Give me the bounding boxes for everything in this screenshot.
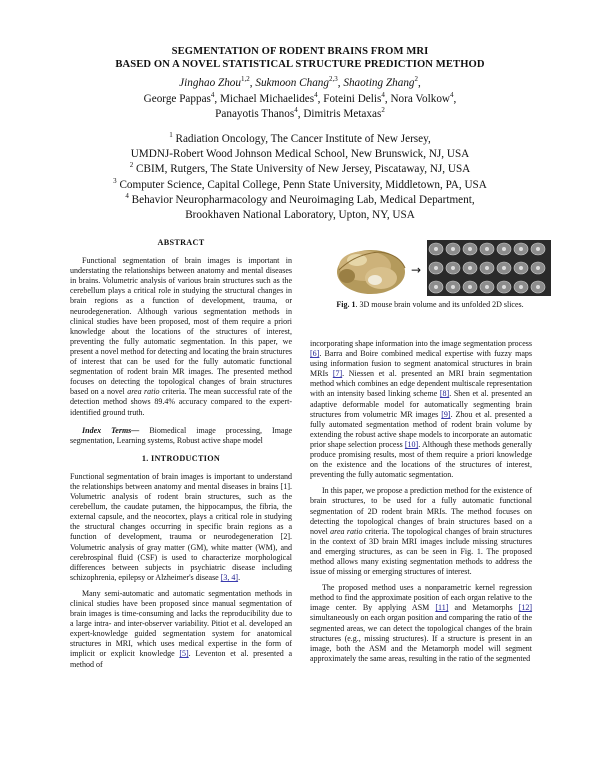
body-text: . Barra and Boire combined medical exper… [310,349,532,379]
author-affil-sup: 4 [450,90,454,99]
index-terms-label: Index Terms— [82,425,140,435]
intro-paragraph-2: Many semi-automatic and automatic segmen… [70,589,292,670]
index-terms: Index Terms— Biomedical image processing… [70,426,292,446]
affiliation-sup: 4 [125,191,129,200]
author-line-2: George Pappas4, Michael Michaelides4, Fo… [143,90,457,105]
italic-term: area ratio [330,526,363,536]
abstract-heading: ABSTRACT [157,238,205,247]
body-text: criteria. The topological changes of bra… [310,526,532,577]
body-text: . Although these methods generally produ… [310,439,532,480]
body-text: and Metamorphs [454,603,513,613]
author-name: Shaoting Zhang [343,77,415,89]
figure-label: Fig. 1 [336,300,356,309]
author-name: Foteini Delis [323,92,382,105]
figure-1: → [335,236,555,300]
title-line-1: SEGMENTATION OF RODENT BRAINS FROM MRI [171,46,429,57]
body-text: simultaneously on each organ position an… [310,613,532,663]
body-text: In this paper, we propose a prediction m… [310,486,532,536]
affiliation-2: 2 CBIM, Rutgers, The State University of… [0,162,600,177]
figure-1-graphic: → [337,240,551,296]
citation-link[interactable]: [7] [332,369,343,379]
intro-paragraph-1: Functional segmentation of brain images … [70,472,292,583]
body-text: incorporating shape information into the… [310,339,532,348]
affiliation-4: 4 Behavior Neuropharmacology and Neuroim… [0,191,600,208]
affiliation-3: 3 Computer Science, Capital College, Pen… [0,176,600,193]
affiliation-text: Behavior Neuropharmacology and Neuroimag… [131,193,475,206]
citation-link[interactable]: [9] [441,409,451,419]
body-text: . Niessen et al. presented an MRI brain … [310,369,532,399]
spacer [70,418,292,426]
author-affil-sup: 1,2 [241,75,250,83]
intro-text: Functional segmentation of brain images … [70,471,292,582]
intro-text: . Leventon et al. presented a method of [70,649,292,669]
brain-volume-render [337,250,406,294]
abstract-italic-term: area ratio [127,387,160,397]
citation-link[interactable]: [8] [439,389,450,399]
left-column: ABSTRACT Functional segmentation of brai… [70,238,292,670]
author-line-3: Panayotis Thanos4, Dimitris Metaxas2 [215,106,385,121]
paper-title: SEGMENTATION OF RODENT BRAINS FROM MRI B… [0,46,600,71]
right-paragraph-1: incorporating shape information into the… [310,339,532,480]
affiliation-1: 1 Radiation Oncology, The Cancer Institu… [0,132,600,147]
right-column: incorporating shape information into the… [310,339,532,664]
author-affil-sup: 2 [381,106,385,114]
author-affil-sup: 4 [381,90,385,99]
introduction-heading: 1. INTRODUCTION [141,453,221,463]
affiliation-text: Radiation Oncology, The Cancer Institute… [175,133,431,145]
author-name: Jinghao Zhou [179,77,241,89]
affiliation-4-cont: Brookhaven National Laboratory, Upton, N… [185,209,415,222]
affiliation-text: CBIM, Rutgers, The State University of N… [136,163,471,176]
spacer [70,446,292,454]
author-affil-sup: 4 [294,106,298,114]
intro-text: . [238,572,241,582]
author-name: Michael Michaelides [219,92,315,105]
right-paragraph-2: In this paper, we propose a prediction m… [310,486,532,577]
author-name: Nora Volkow [390,92,451,105]
citation-link[interactable]: [6] [310,349,320,359]
index-terms-text: Biomedical image processing, Image segme… [70,425,293,445]
unfolded-slices-grid [427,240,551,296]
figure-caption-text: . 3D mouse brain volume and its unfolded… [355,300,524,309]
arrow-icon: → [411,263,421,277]
abstract-text-part: Functional segmentation of brain images … [70,256,292,397]
title-line-2: BASED ON A NOVEL STATISTICAL STRUCTURE P… [115,58,485,70]
abstract-text: Functional segmentation of brain images … [70,256,292,418]
abstract-text-part: criteria. The mean successful rate of th… [70,387,293,417]
affiliation-sup: 2 [129,161,134,170]
affiliation-sup: 3 [113,176,117,185]
body-text: The proposed method uses a nonparametric… [310,583,532,613]
author-name: Panayotis Thanos [215,108,295,120]
intro-text: Many semi-automatic and automatic segmen… [70,588,292,659]
citation-link[interactable]: [12] [518,603,533,613]
affiliation-text: Computer Science, Capital College, Penn … [119,178,487,191]
author-list: Jinghao Zhou1,2, Sukmoon Chang2,3, Shaot… [0,76,600,123]
author-name: George Pappas [143,92,211,105]
affiliation-list: 1 Radiation Oncology, The Cancer Institu… [0,132,600,223]
author-affil-sup: 2,3 [329,75,338,83]
author-affil-sup: 4 [314,90,318,99]
author-name: Sukmoon Chang [255,77,329,89]
citation-link[interactable]: [3, 4] [220,572,239,582]
author-line-1: Jinghao Zhou1,2, Sukmoon Chang2,3, Shaot… [179,75,421,90]
body-text: . Shen et al. presented an adaptive defo… [310,389,533,419]
citation-link[interactable]: [10] [404,439,419,449]
affiliation-1-cont: UMDNJ-Robert Wood Johnson Medical School… [130,148,470,161]
affiliation-sup: 1 [169,131,173,139]
author-affil-sup: 2 [414,75,419,83]
figure-1-caption: Fig. 1. 3D mouse brain volume and its un… [310,300,550,310]
body-text: . Zhou et al. presented a fully automate… [310,409,533,449]
right-paragraph-3: The proposed method uses a nonparametric… [310,583,532,664]
author-name: Dimitris Metaxas [303,108,382,120]
citation-link[interactable]: [11] [435,603,449,613]
citation-link[interactable]: [5] [179,649,189,659]
author-affil-sup: 4 [210,90,215,99]
